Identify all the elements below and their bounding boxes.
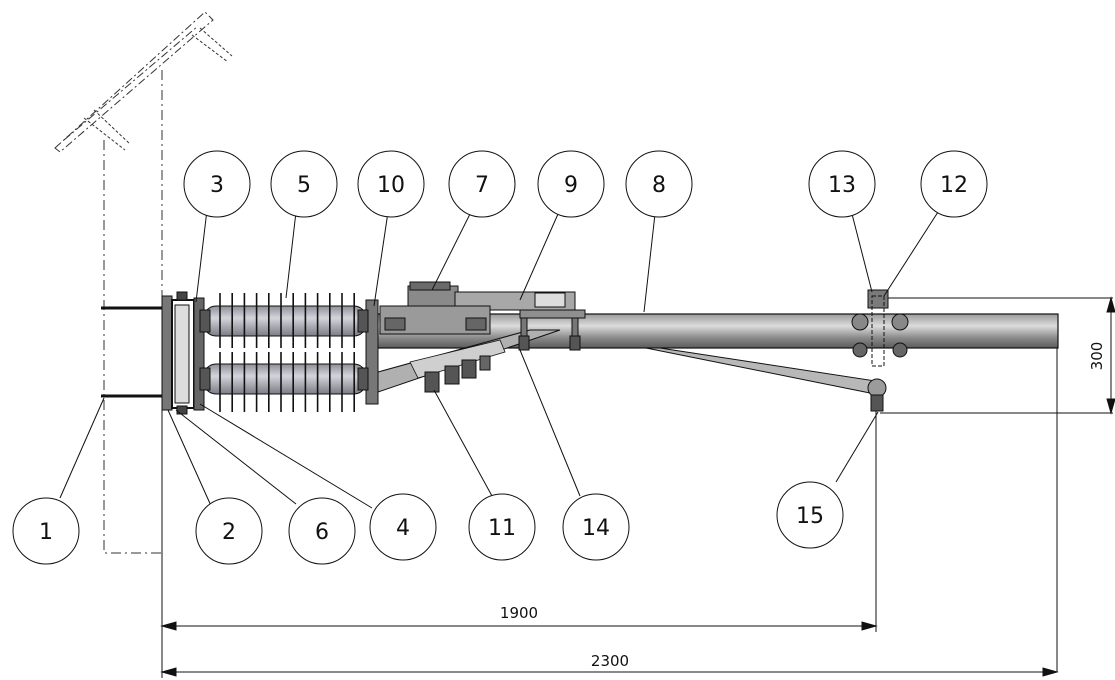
- balloon-labels: 3 5 10 7 9 8 13 12 1 2 6 4 11 14 15: [39, 173, 968, 545]
- balloon-11: 11: [488, 516, 516, 541]
- balloon-10: 10: [377, 173, 405, 198]
- balloon-8: 8: [652, 173, 666, 198]
- balloon-1: 1: [39, 520, 53, 545]
- pole-mount: [101, 291, 205, 415]
- brace-end-bolt: [870, 394, 884, 412]
- balloon-14: 14: [582, 516, 610, 541]
- dimension-300: 300: [1088, 342, 1106, 371]
- part-balloons: [12, 150, 988, 565]
- balloon-13: 13: [828, 173, 856, 198]
- extension-lines: [161, 297, 1113, 678]
- end-clamp: [851, 289, 909, 367]
- u-bolt-clamp: [518, 309, 586, 351]
- strut-plate: [409, 339, 506, 379]
- dimension-lines: [160, 296, 1115, 677]
- pole-outline: [54, 11, 233, 554]
- diagonal-brace: [645, 347, 883, 396]
- dimension-2300: 2300: [591, 652, 629, 670]
- balloon-9: 9: [564, 173, 578, 198]
- balloon-15: 15: [796, 504, 824, 529]
- insulator-end-plate: [365, 299, 379, 405]
- brace-end-clamp: [867, 378, 887, 398]
- lower-bolt-group: [424, 355, 491, 393]
- balloon-2: 2: [222, 520, 236, 545]
- balloon-5: 5: [297, 173, 311, 198]
- balloon-7: 7: [475, 173, 489, 198]
- dimension-1900: 1900: [500, 604, 538, 622]
- balloon-4: 4: [396, 516, 410, 541]
- balloon-12: 12: [940, 173, 968, 198]
- leader-lines: [59, 209, 939, 509]
- bracket-block: [379, 281, 576, 335]
- balloon-6: 6: [315, 520, 329, 545]
- insulator-sheds: [219, 293, 356, 412]
- balloon-3: 3: [210, 173, 224, 198]
